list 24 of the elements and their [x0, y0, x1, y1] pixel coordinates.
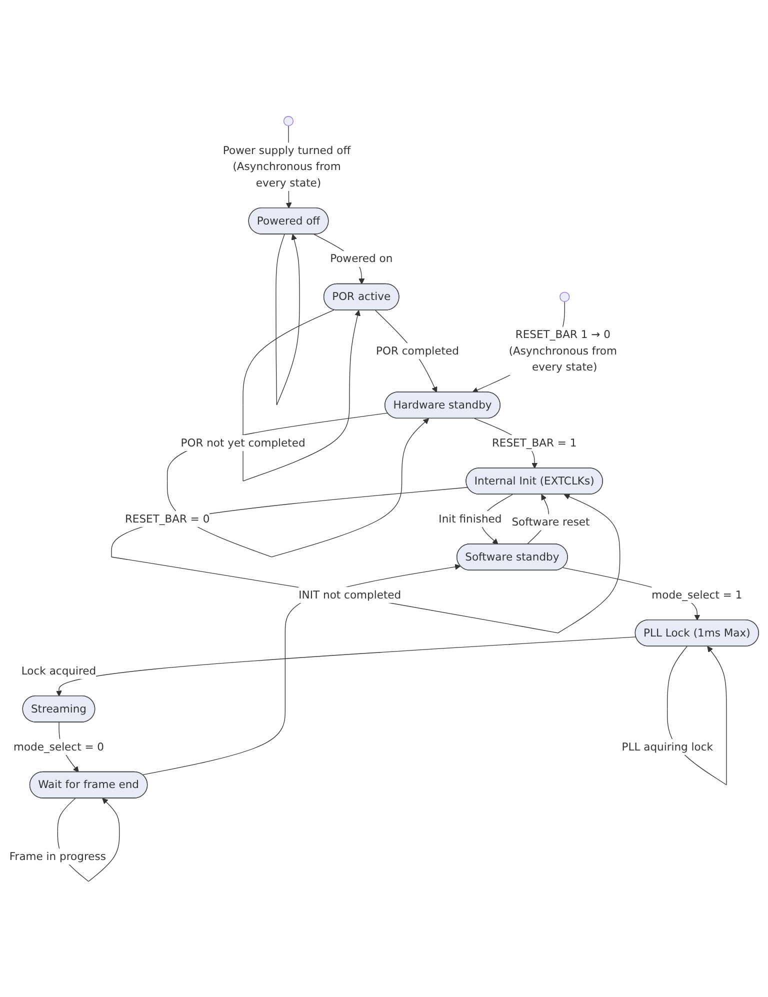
edge-label: POR completed: [376, 342, 459, 359]
edge-label: RESET_BAR = 0: [124, 512, 210, 525]
edge-label: POR not yet completed: [180, 436, 306, 449]
edge-label: Init finished: [438, 510, 502, 527]
edge-label: RESET_BAR = 1: [492, 434, 577, 451]
arrow: [276, 234, 300, 405]
state-ellipse: Powered off: [248, 207, 329, 234]
state-ellipse: Internal Init (EXTCLKs): [466, 467, 603, 494]
edge-label: mode_select = 0: [13, 738, 104, 755]
edge-label: Software reset: [512, 514, 590, 530]
arrow: [111, 486, 620, 633]
state-ellipse: Hardware standby: [384, 391, 500, 418]
edge-label: mode_select = 1: [652, 586, 742, 603]
edge-label: Frame in progress: [9, 849, 106, 862]
state-ellipse: Wait for frame end: [29, 771, 148, 798]
state-ellipse: Software standby: [456, 543, 568, 570]
edge-label: Powered on: [330, 250, 393, 266]
state-ellipse: Streaming: [22, 695, 96, 722]
state-ellipse: PLL Lock (1ms Max): [634, 619, 759, 646]
edge-label: PLL aquiring lock: [622, 740, 714, 753]
state-ellipse: POR active: [323, 282, 400, 310]
arrow: [56, 636, 636, 696]
edge-label: INIT not completed: [298, 588, 402, 601]
arrow: [142, 564, 461, 775]
